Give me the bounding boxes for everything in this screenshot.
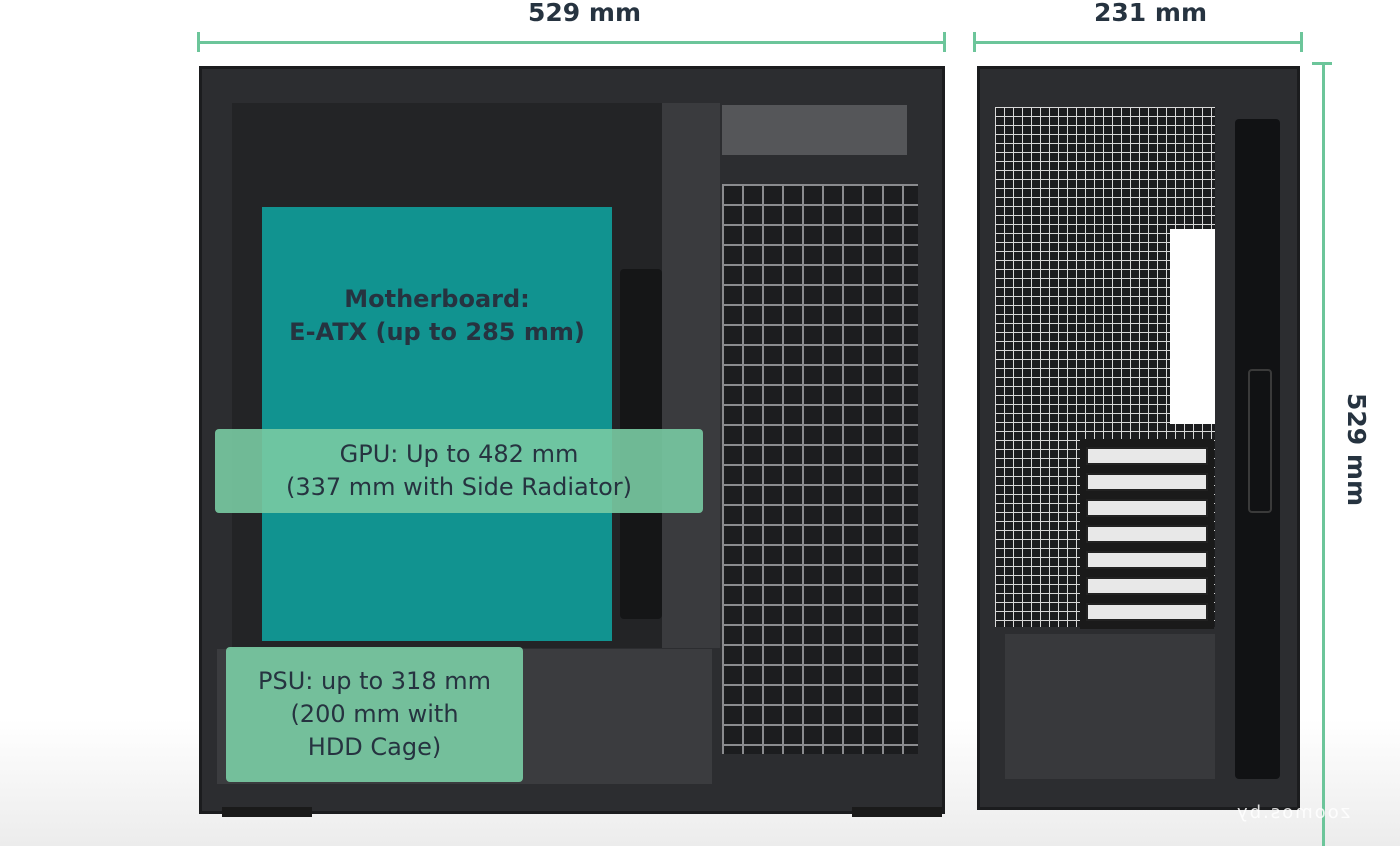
width-dimension-line — [197, 41, 945, 44]
front-fan-mesh — [722, 184, 918, 754]
side-mesh-cutout — [1170, 229, 1215, 424]
psu-zone: PSU: up to 318 mm (200 mm with HDD Cage) — [226, 647, 523, 782]
depth-dimension-line — [973, 41, 1303, 44]
gpu-zone: GPU: Up to 482 mm (337 mm with Side Radi… — [215, 429, 703, 513]
psu-label-line1: PSU: up to 318 mm — [258, 667, 491, 695]
psu-label-line2: (200 mm with — [290, 700, 459, 728]
motherboard-label-line2: E-ATX (up to 285 mm) — [289, 318, 585, 346]
width-dimension-tick — [197, 32, 200, 52]
motherboard-zone: Motherboard: E-ATX (up to 285 mm) — [262, 207, 612, 641]
expansion-slots — [1080, 439, 1214, 629]
watermark: zoomos.by — [1235, 802, 1351, 823]
depth-dimension-tick — [973, 32, 976, 52]
top-bracket — [722, 105, 907, 155]
case-foot — [222, 807, 312, 817]
psu-label-line3: HDD Cage) — [307, 733, 442, 761]
height-dimension-tick — [1312, 62, 1332, 65]
case-foot — [852, 807, 942, 817]
width-dimension-label: 529 mm — [528, 0, 641, 27]
gpu-label-line1: GPU: Up to 482 mm — [339, 440, 579, 468]
case-front-view — [977, 66, 1300, 810]
height-dimension-label: 529 mm — [1342, 393, 1371, 506]
motherboard-label-line1: Motherboard: — [344, 285, 530, 313]
case-divider — [662, 103, 720, 648]
height-dimension-line — [1322, 62, 1325, 846]
front-panel — [1235, 119, 1280, 779]
psu-front — [1005, 634, 1215, 779]
depth-dimension-tick — [1300, 32, 1303, 52]
front-io-button — [1248, 369, 1272, 513]
gpu-label-line2: (337 mm with Side Radiator) — [285, 473, 633, 501]
depth-dimension-label: 231 mm — [1094, 0, 1207, 27]
width-dimension-tick — [943, 32, 946, 52]
